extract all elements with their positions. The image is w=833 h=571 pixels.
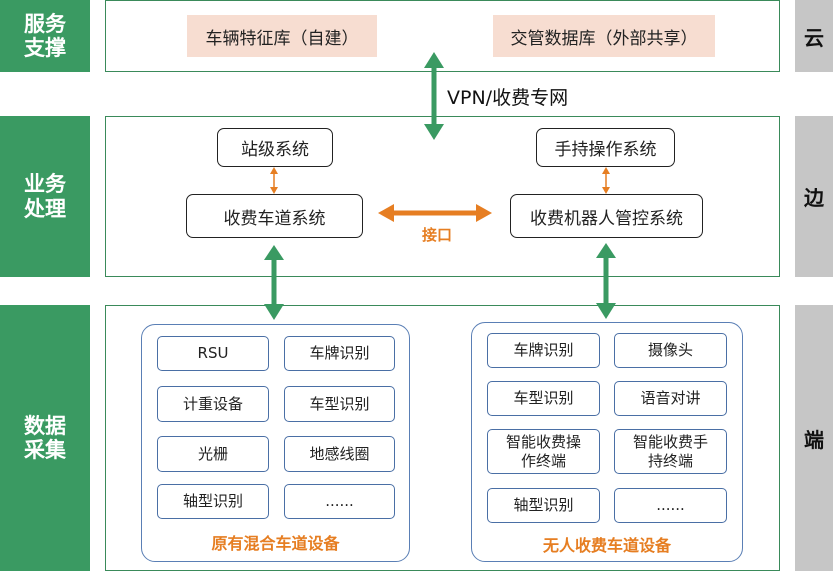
device-more: ...... bbox=[284, 484, 395, 519]
device-smart-toll-terminal: 智能收费操 作终端 bbox=[487, 429, 600, 474]
station-system-box: 站级系统 bbox=[217, 128, 333, 167]
handheld-system-box: 手持操作系统 bbox=[536, 128, 675, 167]
device-plate-recognition: 车牌识别 bbox=[284, 336, 395, 371]
device-more: ...... bbox=[614, 488, 727, 523]
device-vehicle-type-recognition: 车型识别 bbox=[487, 381, 600, 416]
device-weighing: 计重设备 bbox=[157, 386, 269, 422]
legacy-group-title: 原有混合车道设备 bbox=[211, 534, 340, 553]
layer-label-data: 数据 采集 bbox=[0, 305, 90, 571]
lane-system-box: 收费车道系统 bbox=[186, 194, 363, 238]
unmanned-group-title: 无人收费车道设备 bbox=[542, 536, 671, 555]
traffic-management-db: 交管数据库（外部共享） bbox=[493, 15, 715, 57]
device-rsu: RSU bbox=[157, 336, 269, 371]
device-intercom: 语音对讲 bbox=[614, 381, 727, 416]
layer-label-business: 业务 处理 bbox=[0, 116, 90, 277]
layer-label-edge: 边 bbox=[795, 116, 833, 277]
device-plate-recognition: 车牌识别 bbox=[487, 333, 600, 368]
device-ground-loop: 地感线圈 bbox=[284, 436, 395, 472]
device-vehicle-type-recognition: 车型识别 bbox=[284, 386, 395, 422]
layer-label-cloud: 云 bbox=[795, 0, 833, 72]
vpn-label: VPN/收费专网 bbox=[447, 87, 569, 109]
robot-control-system-box: 收费机器人管控系统 bbox=[510, 194, 703, 238]
device-axle-recognition: 轴型识别 bbox=[487, 488, 600, 523]
vehicle-feature-db: 车辆特征库（自建） bbox=[187, 15, 377, 57]
device-smart-toll-handheld: 智能收费手 持终端 bbox=[614, 429, 727, 474]
device-camera: 摄像头 bbox=[614, 333, 727, 368]
device-light-curtain: 光栅 bbox=[157, 436, 269, 472]
device-axle-recognition: 轴型识别 bbox=[157, 484, 269, 519]
layer-label-terminal: 端 bbox=[795, 305, 833, 571]
interface-label: 接口 bbox=[422, 226, 453, 244]
layer-label-service: 服务 支撑 bbox=[0, 0, 90, 72]
